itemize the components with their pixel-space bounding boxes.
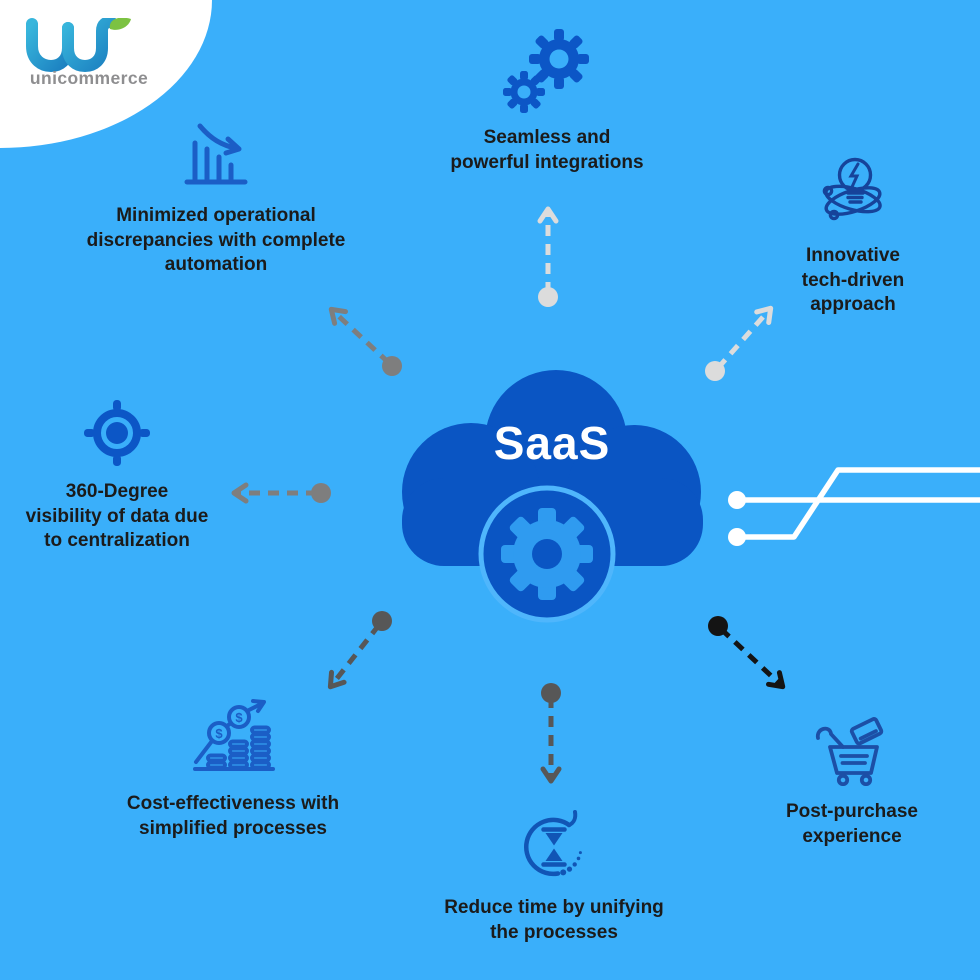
benefit-innovative-tech: Innovative tech-driven approach: [743, 150, 963, 318]
dashed-arrow-up-left: [328, 306, 402, 376]
benefit-label: Seamless and powerful integrations: [450, 127, 644, 173]
target-icon: [84, 400, 150, 466]
dashed-arrow-up-right: [705, 305, 774, 381]
shopping-cart-icon: [816, 717, 884, 786]
benefit-label: Innovative tech-driven approach: [801, 245, 905, 316]
lightbulb-tech-icon: [822, 157, 882, 221]
dashed-arrow-down-right: [708, 616, 786, 690]
benefit-label: Minimized operational discrepancies with…: [86, 205, 346, 276]
declining-chart-icon: [184, 123, 248, 185]
benefit-label: 360-Degree visibility of data due to cen…: [25, 481, 209, 552]
brand-name: unicommerce: [29, 68, 149, 88]
dashed-arrow-down: [540, 683, 562, 784]
benefit-cost-effectiveness: $ $ Cost-effectiveness with simplified p…: [103, 698, 363, 841]
benefit-seamless-integrations: Seamless and powerful integrations: [407, 28, 687, 175]
gears-icon: [503, 29, 589, 113]
hourglass-refresh-icon: [523, 810, 582, 877]
gear-icon: [478, 485, 616, 623]
growth-coins-icon: $ $: [193, 699, 275, 771]
svg-text:$: $: [215, 726, 223, 741]
benefit-label: Post-purchase experience: [786, 801, 918, 847]
benefit-minimized-discrepancies: Minimized operational discrepancies with…: [66, 118, 366, 278]
benefit-post-purchase: Post-purchase experience: [742, 712, 962, 849]
benefit-label: Cost-effectiveness with simplified proce…: [126, 793, 340, 839]
leaf-icon: [109, 18, 131, 30]
saas-label: SaaS: [493, 417, 611, 469]
benefit-label: Reduce time by unifying the processes: [444, 897, 664, 943]
circuit-lines: [728, 467, 980, 546]
dashed-arrow-up: [537, 206, 559, 307]
benefit-reduce-time: Reduce time by unifying the processes: [414, 808, 694, 945]
dashed-arrow-left: [231, 482, 331, 504]
benefit-360-visibility: 360-Degree visibility of data due to cen…: [2, 400, 232, 554]
unicommerce-monogram-icon: [26, 18, 131, 73]
dashed-arrow-down-left: [327, 611, 392, 690]
svg-text:$: $: [235, 710, 243, 725]
